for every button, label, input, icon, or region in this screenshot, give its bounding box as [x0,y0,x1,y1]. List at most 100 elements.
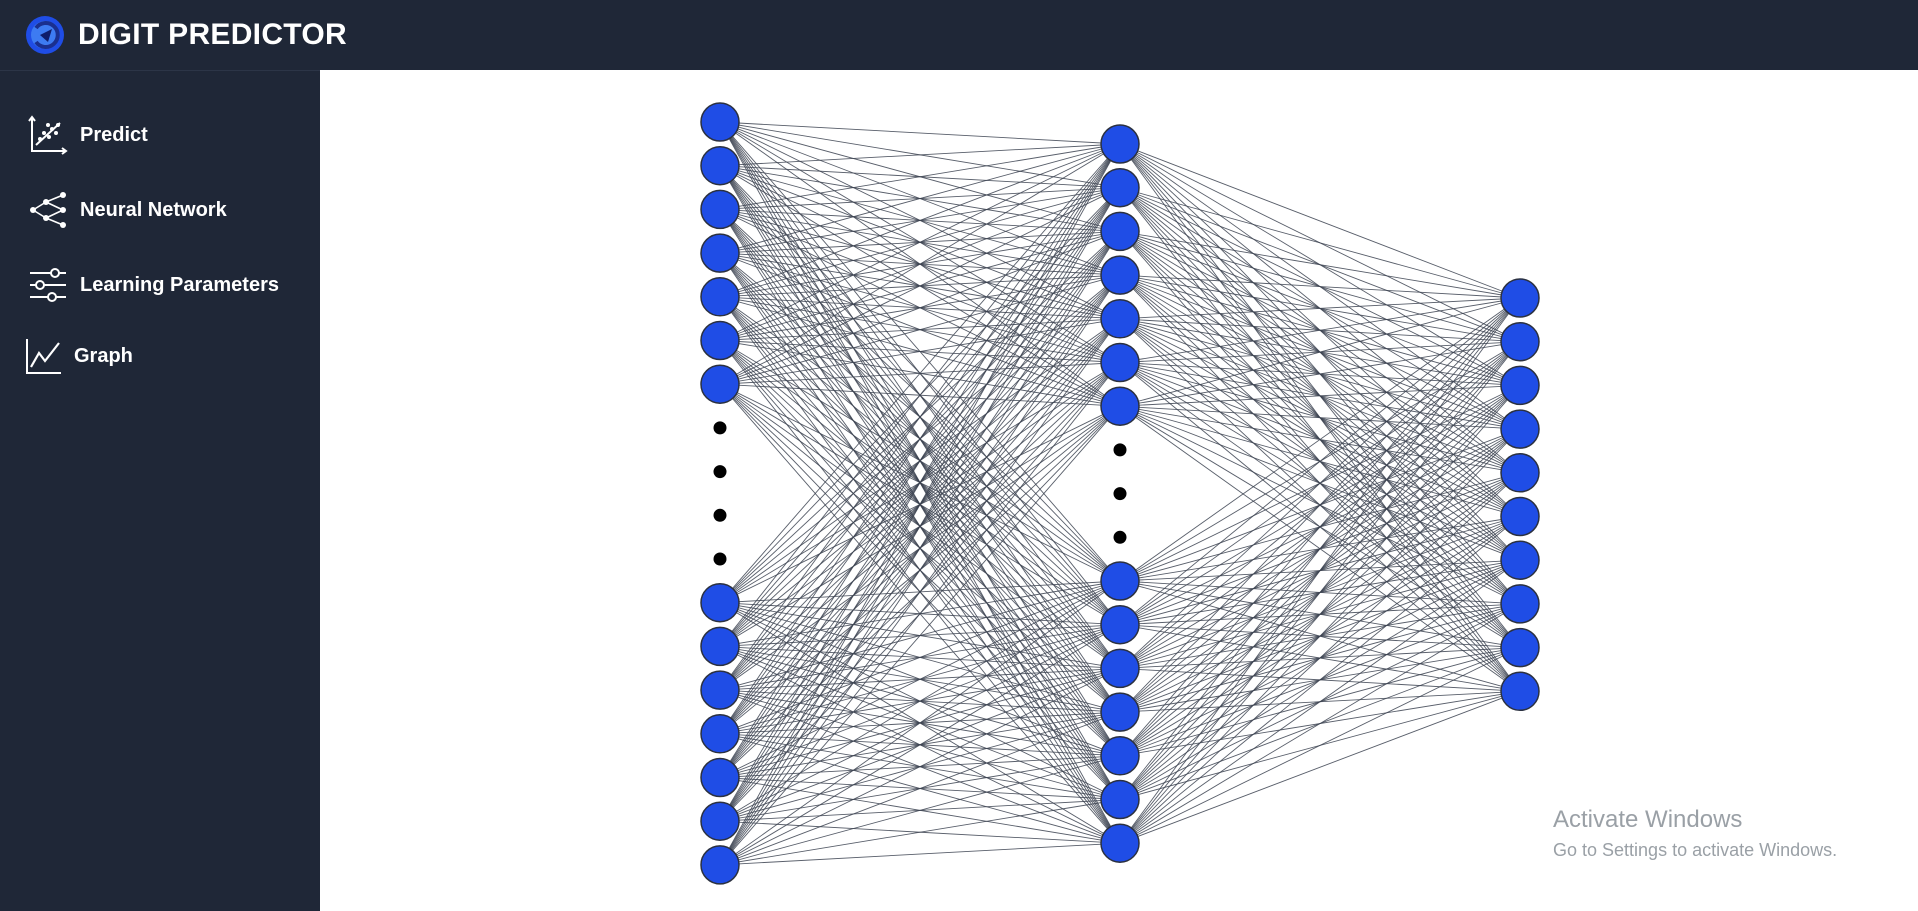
network-edge [1119,405,1521,430]
network-node [1500,584,1540,624]
network-edge [719,711,1121,866]
ellipsis-dot [713,508,727,522]
network-edge [1119,297,1521,713]
network-edge [1119,603,1521,844]
network-edge [1119,297,1521,757]
network-edge [1119,297,1521,320]
network-edge [1119,472,1521,844]
network-node [1100,342,1140,383]
activate-windows-watermark: Activate Windows Go to Settings to activ… [1553,806,1837,861]
sidebar-item-predict[interactable]: Predict [0,107,320,163]
network-node [1100,648,1140,689]
network-node [700,320,740,361]
network-node [1100,255,1140,295]
ellipsis-dot [1113,530,1127,544]
top-bar: DIGIT PREDICTOR [0,0,1918,70]
ellipsis-dot [713,421,727,435]
network-edge [719,143,1121,298]
network-node [1100,167,1140,208]
watermark-subtitle: Go to Settings to activate Windows. [1553,840,1838,860]
network-node [1100,561,1140,601]
network-edge [1119,428,1521,844]
network-edge [1119,274,1521,299]
network-edge [1119,230,1521,299]
network-edge [719,143,1121,647]
network-nodes [700,102,1540,885]
network-node [1100,692,1140,732]
network-edge [719,143,1121,254]
network-node [1500,321,1540,362]
sliders-icon [26,263,70,307]
network-edge [719,143,1121,603]
sidebar-item-label: Predict [80,123,148,146]
network-node [700,364,740,404]
sidebar-item-graph[interactable]: Graph [0,328,320,384]
network-edge [1119,297,1521,844]
network-edge [719,405,1121,866]
ellipsis-dot [713,552,727,566]
sidebar-item-label: Learning Parameters [80,273,279,296]
network-edge [719,143,1121,385]
network-node [1500,365,1540,406]
network-edge [719,231,1121,866]
network-edge [719,799,1121,866]
sidebar-item-learning-parameters[interactable]: Learning Parameters [0,257,320,313]
ellipsis-dot [713,465,727,479]
ellipsis-dot [1113,487,1127,501]
network-edge [1119,297,1521,582]
network-node [700,102,740,142]
network-node [700,145,740,186]
network-edge [719,274,1121,866]
network-edge [719,318,1121,866]
network-node [700,582,740,623]
sidebar-item-neural-network[interactable]: Neural Network [0,182,320,238]
network-edge [719,362,1121,866]
network-edge [1119,297,1521,407]
main-content: Activate Windows Go to Settings to activ… [320,70,1918,910]
network-node [700,670,740,710]
network-node [700,626,740,667]
network-edge [1119,384,1521,407]
network-edge [719,143,1121,341]
network-edges [719,121,1521,866]
network-icon [26,188,70,232]
network-edge [719,624,1121,866]
network-edge [719,143,1121,735]
network-edge [719,143,1121,210]
network-edge [1119,143,1521,299]
network-edge [719,121,1121,145]
network-node [1500,540,1540,580]
sidebar: Predict Neural Network Learning Paramete… [0,70,320,911]
network-edge [1119,341,1521,407]
sidebar-item-label: Neural Network [80,198,227,221]
network-edge [719,580,1121,866]
ellipsis-dot [1113,443,1127,457]
network-node [1500,278,1540,318]
network-node [700,757,740,798]
network-edge [1119,647,1521,844]
network-node [1100,211,1140,252]
network-edge [719,143,1121,167]
network-edge [1119,385,1521,844]
app-logo-icon [26,16,64,54]
sidebar-item-label: Graph [74,344,133,367]
network-node [1100,779,1140,820]
network-edge [1119,297,1521,626]
network-node [1100,736,1140,776]
network-edge [719,143,1121,822]
network-edge [719,143,1121,691]
network-edge [719,755,1121,866]
network-node [1100,604,1140,645]
network-edge [719,187,1121,866]
network-node [1500,496,1540,537]
network-node [700,189,740,230]
network-edge [1119,297,1521,800]
network-node [1100,823,1140,863]
network-edge [1119,516,1521,844]
watermark-title: Activate Windows [1553,806,1743,833]
network-edge [719,842,1121,866]
neural-network-diagram [700,102,1540,885]
network-node [1100,124,1140,164]
network-node [1500,409,1540,449]
network-edge [719,143,1121,778]
